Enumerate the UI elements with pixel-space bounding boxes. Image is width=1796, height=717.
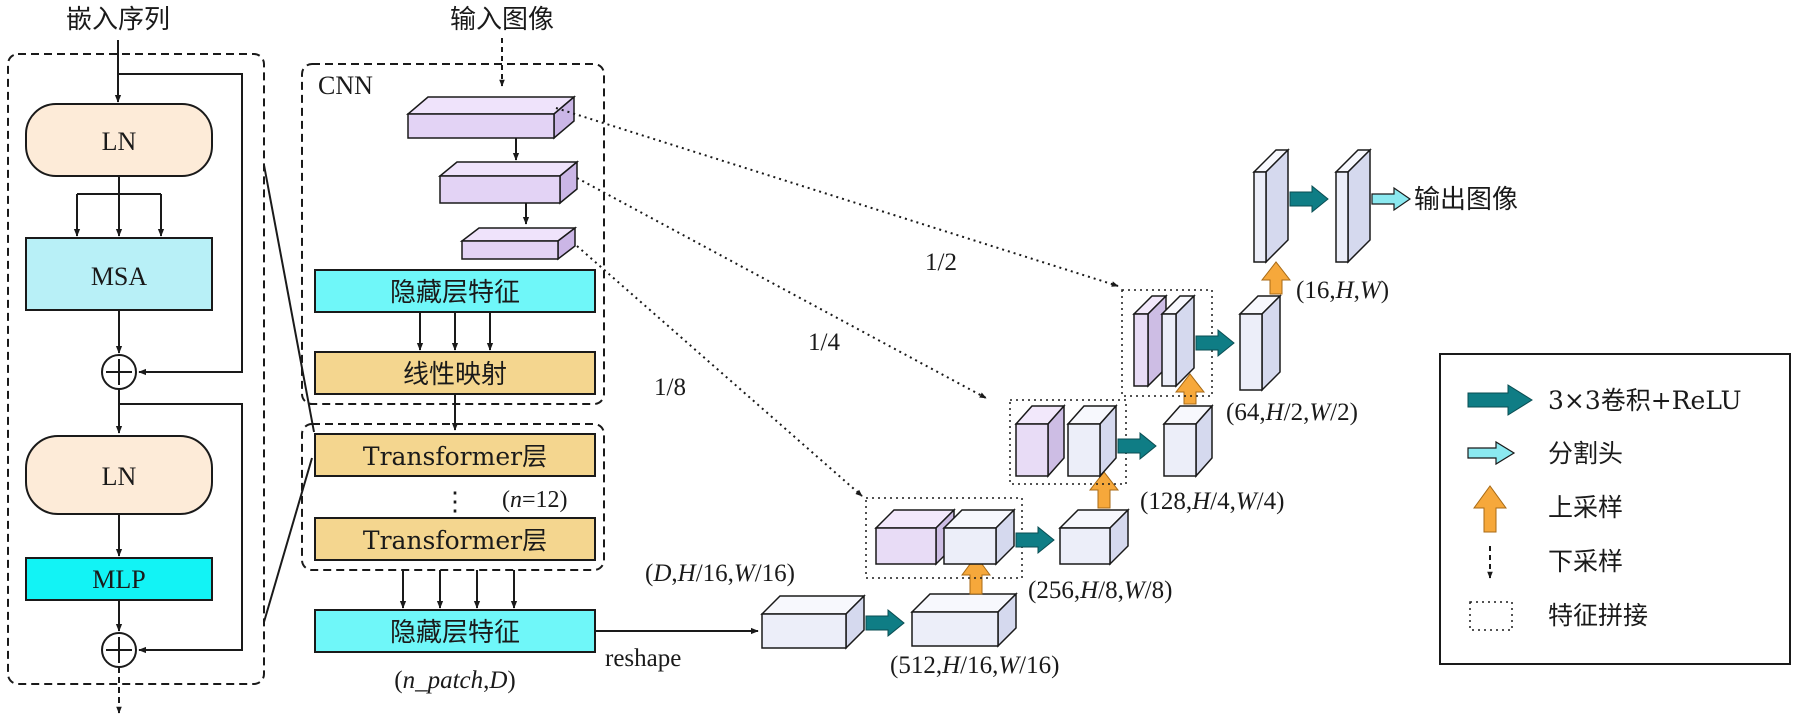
legend-label-upsample: 上采样 [1548,493,1623,522]
dim-label-128: (128,H/4,W/4) [1140,488,1284,515]
cnn-feature-block-3 [459,226,578,261]
legend-teal-arrow-icon [1467,384,1533,416]
skip-connection-eighth [576,245,863,497]
concat-box-half [1121,289,1213,397]
transformer-layer-dots: ⋮ [442,487,468,516]
encoder-detail-frame [7,53,265,685]
skip-connection-half [555,107,1119,287]
add-icon-bottom [101,632,137,668]
encoder-input-label: 嵌入序列 [66,5,170,35]
transformer-layer-top-label: Transformer层 [363,442,547,471]
legend-light-cyan-arrow-icon [1467,440,1516,466]
legend-label-seg-head: 分割头 [1548,439,1623,468]
msa-block [25,237,213,311]
conv-arrow-icon-3 [1117,431,1157,461]
zoom-line-top [263,164,315,433]
cnn-feature-block-2 [437,160,580,205]
decoder-block-64 [1238,294,1282,392]
scale-label-eighth: 1/8 [654,374,686,401]
transformer-layer-bottom-label: Transformer层 [363,526,547,555]
ln-block-top-label: LN [102,127,137,156]
dim-label-512: (512,H/16,W/16) [890,652,1059,679]
transformer-layer-bottom [314,517,596,561]
decoder-block-skip-half [1132,294,1168,388]
legend-dotted-box-icon [1469,601,1513,631]
cnn-input-label: 输入图像 [450,5,554,35]
transformer-hidden-features-block [314,609,596,653]
legend-label-concat: 特征拼接 [1548,601,1648,630]
decoder-block-256 [1058,508,1130,566]
decoder-block-512 [910,592,1018,648]
skip-connection-quarter [576,177,987,399]
conv-arrow-icon-2 [1015,525,1055,555]
legend-label-conv: 3×3卷积+ReLU [1548,386,1742,415]
scale-label-quarter: 1/4 [808,329,840,356]
ln-block-bottom-label: LN [102,462,137,491]
conv-arrow-icon-1 [865,608,905,638]
conv-arrow-icon-4 [1195,328,1235,358]
transformer-hidden-features-label: 隐藏层特征 [390,618,520,648]
cnn-hidden-features-label: 隐藏层特征 [390,278,520,308]
decoder-block-up-quarter [1066,404,1118,478]
msa-block-label: MSA [91,262,148,291]
conv-arrow-icon-5 [1289,184,1329,214]
residual-connection-top [118,73,243,376]
decoder-block-up-half [1160,294,1196,388]
scale-label-half: 1/2 [925,249,957,276]
linear-projection-label: 线性映射 [403,360,507,390]
upsample-arrow-icon-1 [961,555,991,595]
transformer-layer-count: (n=12) [502,487,568,513]
output-block [1334,148,1372,264]
upsample-arrow-icon-4 [1260,261,1292,295]
upsample-arrow-icon-2 [1088,471,1120,509]
decoder-block-16 [1252,148,1290,264]
transformer-hidden-shape: (n_patch,D) [394,667,516,694]
decoder-block-up-eighth [942,508,1016,566]
transformer-stack-frame [301,423,605,571]
linear-projection-block [314,351,596,395]
mlp-block [25,557,213,601]
dim-label-d: (D,H/16,W/16) [645,560,795,587]
transformer-layer-top [314,433,596,477]
dim-label-16: (16,H,W) [1296,277,1389,304]
cnn-frame [301,63,605,405]
cnn-feature-block-1 [405,95,577,140]
legend-label-downsample: 下采样 [1548,547,1623,576]
legend-orange-up-arrow-icon [1473,485,1507,533]
dim-label-64: (64,H/2,W/2) [1226,399,1358,426]
decoder-block-skip-quarter [1014,404,1066,478]
cnn-hidden-features-block [314,269,596,313]
output-image-label: 输出图像 [1414,185,1518,215]
segmentation-head-arrow-icon [1371,186,1412,212]
reshape-label: reshape [605,645,681,672]
cnn-title: CNN [318,71,373,100]
zoom-line-bottom [263,457,313,623]
concat-box-eighth [865,497,1023,579]
decoder-block-128 [1162,404,1214,478]
upsample-arrow-icon-3 [1174,373,1206,405]
add-icon-top [101,354,137,390]
mlp-block-label: MLP [92,565,145,594]
residual-connection-bottom [119,403,243,654]
dim-label-256: (256,H/8,W/8) [1028,577,1172,604]
decoder-block-skip-eighth [874,508,956,566]
decoder-block-reshaped [760,594,866,650]
